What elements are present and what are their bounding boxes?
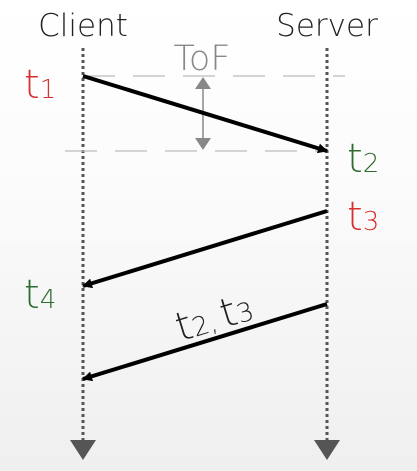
t4-label: t4 bbox=[24, 272, 56, 318]
tof-label: ToF bbox=[174, 39, 231, 79]
reply-data-arrow bbox=[82, 302, 328, 382]
server-label: Server bbox=[276, 8, 378, 44]
response-arrow bbox=[82, 209, 328, 289]
client-lifeline-arrowhead bbox=[70, 440, 96, 460]
tof-marker-up-arrow bbox=[195, 77, 211, 89]
server-lifeline-arrowhead bbox=[314, 440, 340, 460]
tof-marker-down-arrow bbox=[195, 138, 211, 150]
t2-label: t2 bbox=[347, 136, 379, 182]
request-arrow bbox=[82, 74, 328, 154]
reply-payload-label: t2,t3 bbox=[170, 284, 259, 351]
client-label: Client bbox=[38, 8, 128, 44]
t1-label: t1 bbox=[24, 62, 56, 108]
t3-label: t3 bbox=[347, 194, 379, 240]
